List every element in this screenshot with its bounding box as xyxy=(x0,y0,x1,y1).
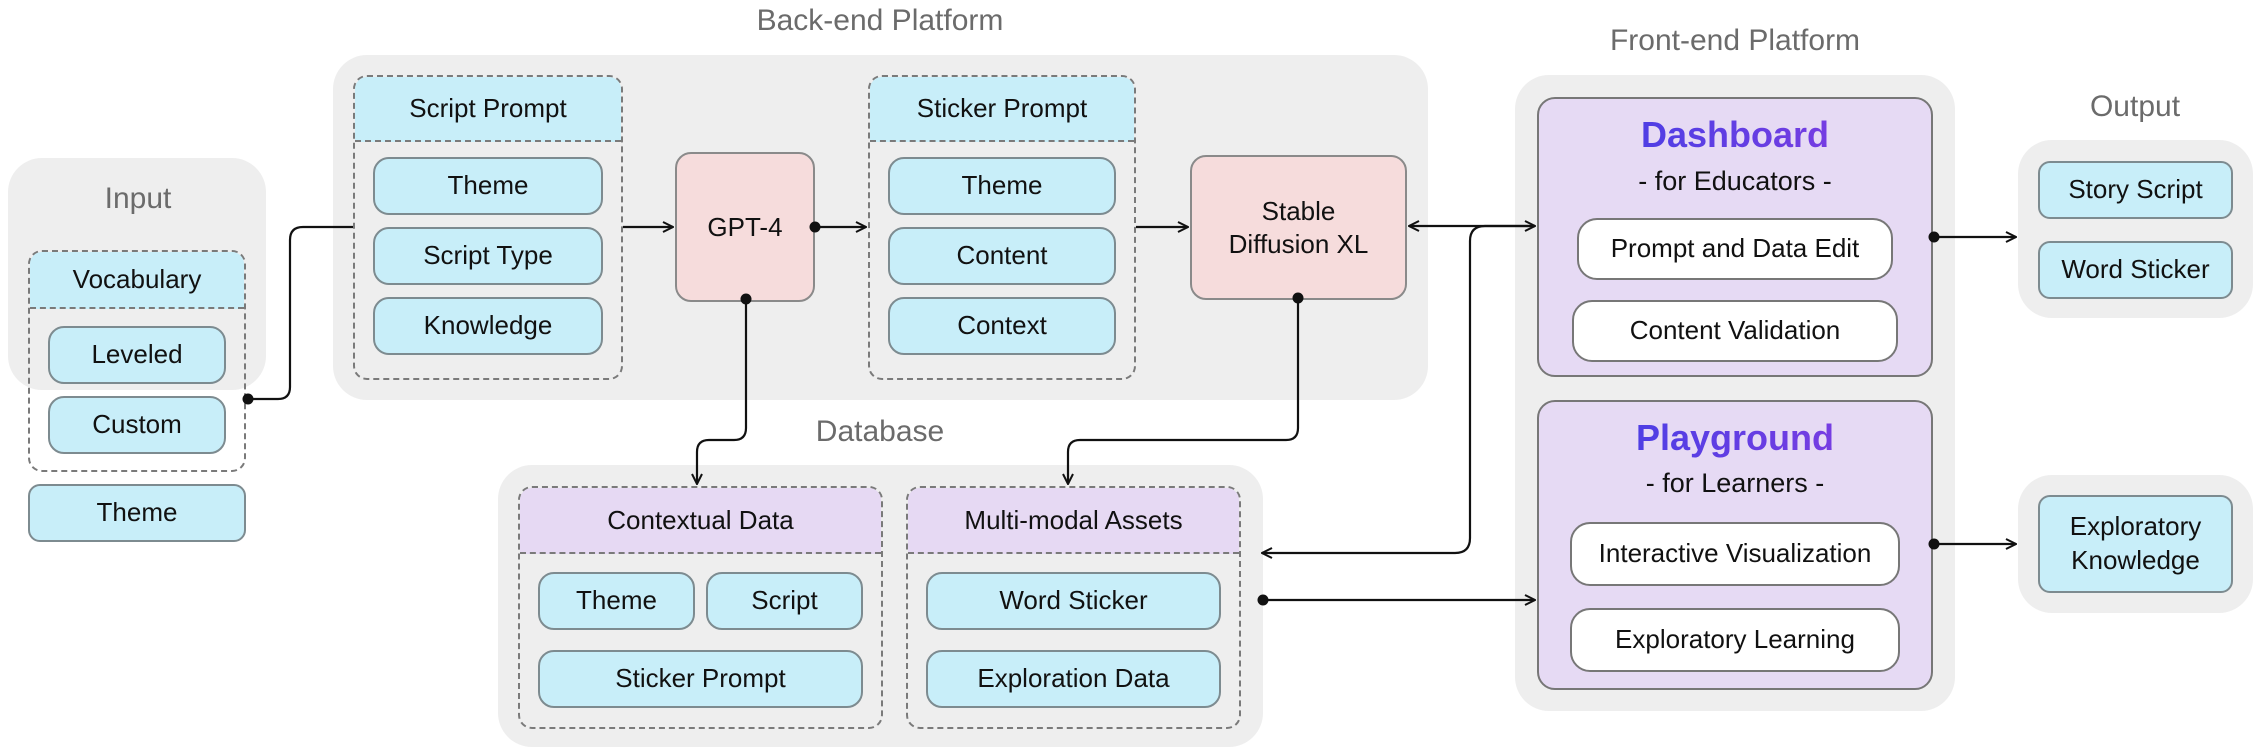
output-word-sticker: Word Sticker xyxy=(2038,241,2233,299)
dot-playground-out xyxy=(1928,538,1940,550)
input-theme: Theme xyxy=(28,484,246,542)
backend-title: Back-end Platform xyxy=(756,4,1004,37)
playground-interactive-visualization: Interactive Visualization xyxy=(1570,522,1900,586)
dashboard-title: Dashboard xyxy=(1537,114,1933,156)
edge-input-to-script-prompt xyxy=(248,225,353,401)
contextual-data-theme: Theme xyxy=(538,572,695,630)
edge-sd-to-multimodal xyxy=(1068,299,1300,484)
dot-sd-bottom xyxy=(1292,292,1304,304)
contextual-data-header: Contextual Data xyxy=(520,488,881,554)
vocabulary-group: Vocabulary xyxy=(28,250,246,472)
sticker-prompt-context: Context xyxy=(888,297,1116,355)
stable-diffusion-line2: Diffusion XL xyxy=(1228,228,1369,259)
script-prompt-theme: Theme xyxy=(373,157,603,215)
output-exploratory-knowledge: Exploratory Knowledge xyxy=(2038,495,2233,593)
stable-diffusion-node: Stable Diffusion XL xyxy=(1190,155,1407,300)
stable-diffusion-line1: Stable xyxy=(1261,196,1336,226)
sticker-prompt-group: Sticker Prompt xyxy=(868,75,1136,380)
script-prompt-script-type: Script Type xyxy=(373,227,603,285)
dashboard-prompt-data-edit: Prompt and Data Edit xyxy=(1577,218,1893,280)
sticker-prompt-content: Content xyxy=(888,227,1116,285)
multimodal-assets-group: Multi-modal Assets xyxy=(906,486,1241,729)
database-title: Database xyxy=(815,415,945,448)
script-prompt-group: Script Prompt xyxy=(353,75,623,380)
dot-dashboard-out xyxy=(1928,231,1940,243)
frontend-title: Front-end Platform xyxy=(1609,24,1861,57)
multimodal-exploration-data: Exploration Data xyxy=(926,650,1221,708)
dashboard-content-validation: Content Validation xyxy=(1572,300,1898,362)
sticker-prompt-header: Sticker Prompt xyxy=(870,77,1134,142)
playground-title: Playground xyxy=(1537,417,1933,459)
sticker-prompt-theme: Theme xyxy=(888,157,1116,215)
input-title: Input xyxy=(104,182,172,215)
edge-gpt4-to-contextual-data xyxy=(697,300,748,484)
output-exploratory-line1: Exploratory xyxy=(2069,511,2202,542)
gpt4-node: GPT-4 xyxy=(675,152,815,302)
dot-gpt4-out xyxy=(809,221,821,233)
dot-gpt4-bottom xyxy=(740,293,752,305)
multimodal-assets-header: Multi-modal Assets xyxy=(908,488,1239,554)
contextual-data-group: Contextual Data xyxy=(518,486,883,729)
multimodal-word-sticker: Word Sticker xyxy=(926,572,1221,630)
contextual-data-sticker-prompt: Sticker Prompt xyxy=(538,650,863,708)
dot-input xyxy=(242,393,254,405)
script-prompt-header: Script Prompt xyxy=(355,77,621,142)
contextual-data-script: Script xyxy=(706,572,863,630)
dashboard-subtitle: - for Educators - xyxy=(1638,166,1832,196)
playground-subtitle: - for Learners - xyxy=(1645,468,1825,498)
vocabulary-header: Vocabulary xyxy=(30,252,244,309)
output-story-script: Story Script xyxy=(2038,161,2233,219)
vocabulary-leveled: Leveled xyxy=(48,326,226,384)
edge-dashboard-to-database xyxy=(1262,224,1535,553)
playground-exploratory-learning: Exploratory Learning xyxy=(1570,608,1900,672)
vocabulary-custom: Custom xyxy=(48,396,226,454)
dot-database xyxy=(1257,594,1269,606)
output-title: Output xyxy=(2089,90,2181,123)
script-prompt-knowledge: Knowledge xyxy=(373,297,603,355)
output-exploratory-line2: Knowledge xyxy=(2071,545,2200,575)
